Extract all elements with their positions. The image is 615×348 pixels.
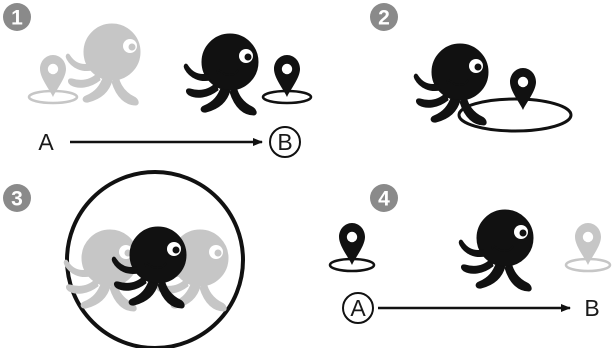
arrival-zone-ellipse (457, 97, 573, 133)
destination-pin-icon (510, 68, 536, 110)
step-number-1: 1 (11, 7, 23, 30)
destination-pin-icon (261, 55, 313, 105)
step-number-2: 2 (378, 7, 390, 30)
ghost-destination-pin-icon (564, 223, 612, 273)
runner-icon (458, 209, 534, 292)
panel-1: 1 A B (3, 3, 313, 158)
panel-2: 2 (370, 3, 573, 133)
step-number-4: 4 (378, 188, 390, 211)
point-b-label: B (277, 129, 292, 155)
panel-3: 3 (3, 170, 245, 348)
runner-icon (183, 33, 259, 116)
ghost-runner-icon (153, 229, 229, 312)
step-badge-2: 2 (370, 3, 398, 31)
point-a-circled-label: A (342, 292, 374, 324)
step-badge-4: 4 (370, 184, 398, 212)
ghost-runner-icon (65, 23, 141, 106)
step-number-3: 3 (11, 188, 23, 211)
point-b-circled-label: B (269, 126, 301, 158)
ghost-start-pin-icon (27, 55, 79, 105)
runner-icon (111, 226, 187, 309)
panel-4: 4 A B (328, 184, 612, 324)
start-pin-icon (328, 223, 376, 273)
point-a-label: A (350, 295, 366, 321)
step-badge-1: 1 (3, 3, 31, 31)
runner-icon (413, 43, 489, 126)
point-b-label: B (584, 295, 599, 321)
step-badge-3: 3 (3, 184, 31, 212)
point-a-label: A (38, 129, 54, 155)
